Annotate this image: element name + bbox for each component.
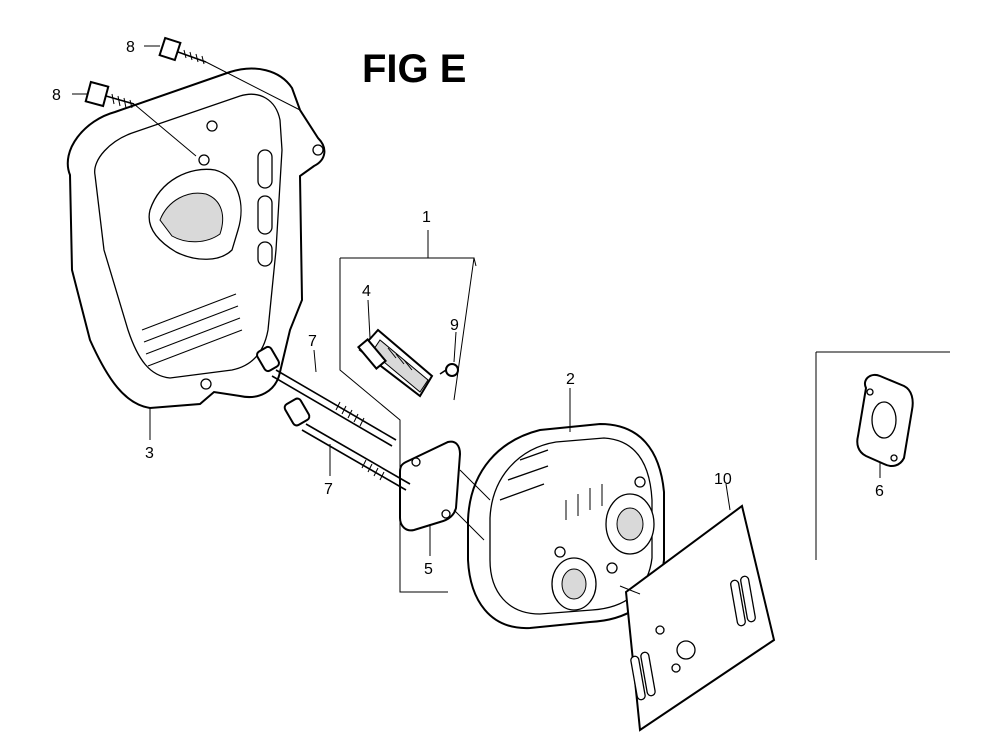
- callout-8-upper: 8: [126, 39, 135, 56]
- callout-4: 4: [362, 283, 371, 300]
- protector-vent-slots: [141, 149, 273, 367]
- arrester-gasket: [399, 440, 462, 532]
- callout-1: 1: [422, 209, 431, 226]
- muffler-protector: [66, 67, 326, 410]
- callout-7-upper: 7: [308, 333, 317, 350]
- muffler-inlet-port: [551, 557, 597, 611]
- callout-6: 6: [875, 483, 884, 500]
- flange-bolt-upper: [158, 36, 207, 65]
- spark-arrester-assembly: [339, 230, 477, 593]
- muffler-gasket-inset: [815, 351, 950, 560]
- callout-7-lower: 7: [324, 481, 333, 498]
- stud-bolt-upper: [256, 345, 397, 447]
- muffler-outlet-port: [605, 493, 655, 555]
- callout-10: 10: [714, 471, 732, 488]
- heat-shield-plate: [624, 504, 776, 732]
- callout-8-lower: 8: [52, 87, 61, 104]
- tapping-screw: [439, 363, 459, 377]
- muffler: [467, 422, 665, 630]
- stud-bolt-lower: [283, 397, 411, 491]
- callout-labels: 1 2 3 4 5 6 7 7 8 8 9 10: [52, 39, 884, 578]
- callout-3: 3: [145, 445, 154, 462]
- callout-5: 5: [424, 561, 433, 578]
- leader-lines: [72, 45, 881, 595]
- callout-9: 9: [450, 317, 459, 334]
- figure-title: FIG E: [362, 47, 466, 91]
- spark-arrester: [356, 328, 434, 398]
- callout-2: 2: [566, 371, 575, 388]
- flange-bolt-lower: [84, 80, 135, 109]
